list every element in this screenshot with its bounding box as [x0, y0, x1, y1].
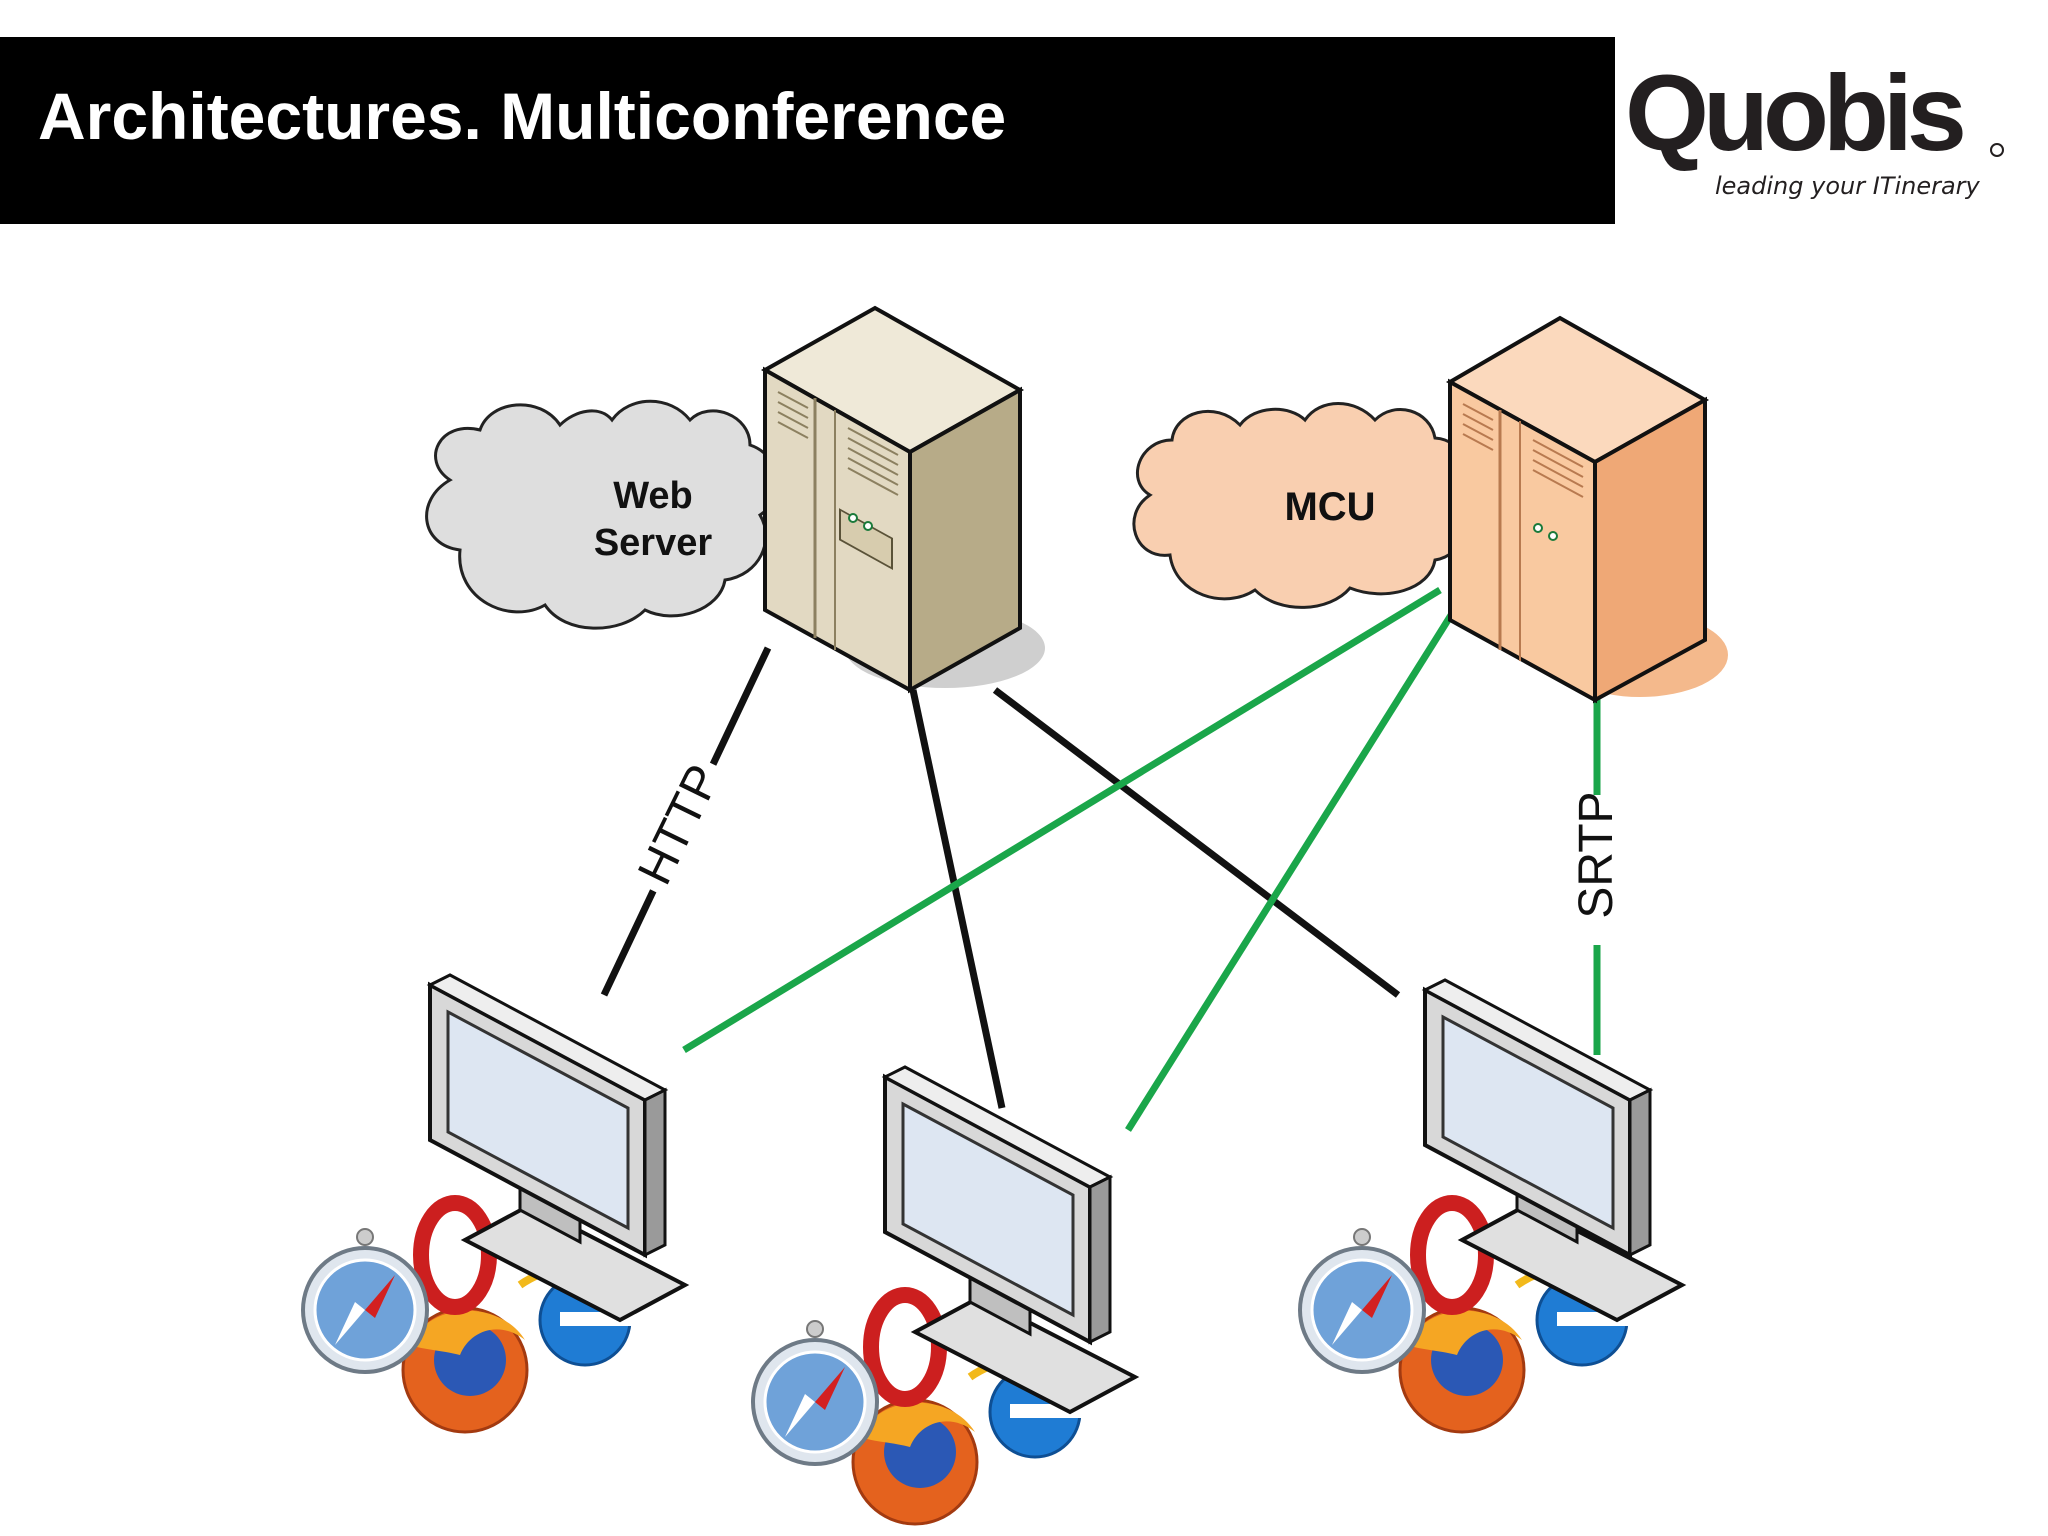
web-server-label-line1: Web	[613, 475, 693, 517]
web-server-icon	[760, 305, 1045, 694]
http-label: HTTP	[628, 757, 731, 893]
slide-title: Architectures. Multiconference	[38, 79, 1007, 153]
monitor-icon	[1421, 978, 1687, 1323]
monitor-icon	[426, 973, 690, 1323]
header-bar	[0, 37, 1615, 224]
quobis-logo: Quobis leading your ITinerary	[1625, 52, 2004, 200]
opera-icon	[1410, 1195, 1494, 1315]
safari-icon	[301, 1228, 429, 1374]
logo-tagline: leading your ITinerary	[1715, 172, 1981, 200]
mcu-server-icon	[1445, 315, 1728, 704]
safari-icon	[751, 1320, 879, 1466]
client-1	[301, 973, 690, 1434]
http-links: HTTP	[600, 646, 1401, 1109]
srtp-label: SRTP	[1570, 791, 1623, 918]
web-server-label-line2: Server	[594, 522, 713, 564]
media-link-client-2	[1125, 610, 1456, 1132]
web-server-cloud-icon: Web Server	[425, 399, 780, 630]
logo-wordmark: Quobis	[1625, 52, 1963, 173]
mcu-cloud-icon: MCU	[1132, 402, 1470, 609]
firefox-icon	[1398, 1306, 1526, 1434]
client-3	[1298, 978, 1687, 1434]
opera-icon	[413, 1195, 497, 1315]
firefox-icon	[851, 1398, 979, 1526]
signaling-link-client-3	[992, 687, 1401, 998]
safari-icon	[1298, 1228, 1426, 1374]
monitor-icon	[881, 1065, 1140, 1415]
signaling-link-client-2	[909, 689, 1006, 1109]
media-link-client-1	[682, 587, 1442, 1053]
mcu-label: MCU	[1284, 485, 1375, 529]
opera-icon	[863, 1287, 947, 1407]
media-links: SRTP	[682, 587, 1626, 1132]
client-2	[751, 1065, 1140, 1526]
